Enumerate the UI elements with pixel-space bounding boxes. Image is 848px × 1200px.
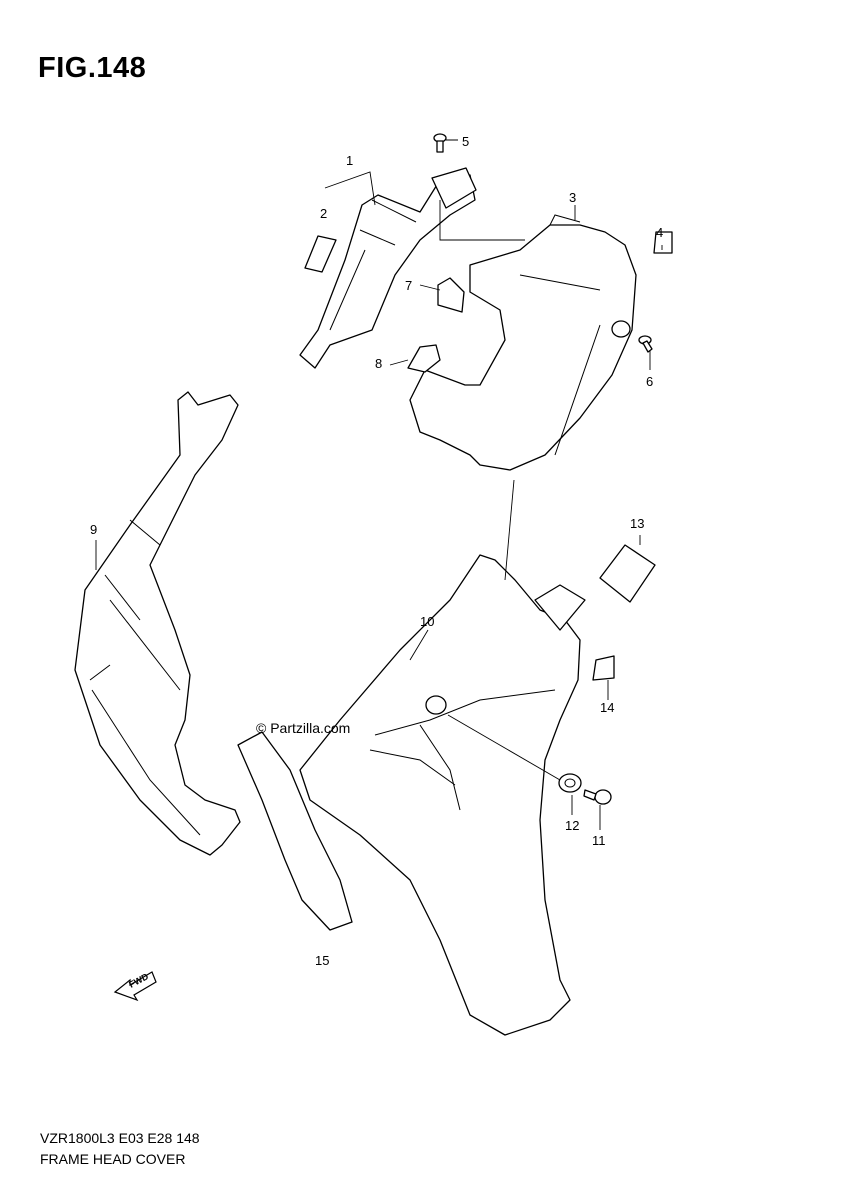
- callout-5: 5: [462, 134, 469, 149]
- callout-6: 6: [646, 374, 653, 389]
- part-14-pad[interactable]: [592, 655, 615, 681]
- part-1-bracket[interactable]: [299, 167, 477, 369]
- part-5-screw[interactable]: [433, 133, 447, 153]
- callout-2: 2: [320, 206, 327, 221]
- callout-13: 13: [630, 516, 644, 531]
- part-11-screw[interactable]: [583, 789, 612, 805]
- part-7-pad[interactable]: [437, 277, 465, 313]
- callout-8: 8: [375, 356, 382, 371]
- part-3-inner-cover[interactable]: [409, 214, 637, 471]
- part-10-main-cover[interactable]: [299, 554, 586, 1036]
- fwd-arrow-icon: FWD: [113, 971, 157, 1002]
- part-12-grommet[interactable]: [558, 773, 582, 793]
- callout-3: 3: [569, 190, 576, 205]
- callout-10: 10: [420, 614, 434, 629]
- part-6-screw[interactable]: [638, 335, 653, 353]
- callout-11: 11: [592, 833, 606, 848]
- callout-15: 15: [315, 953, 329, 968]
- section-name: FRAME HEAD COVER: [40, 1151, 186, 1167]
- callout-14: 14: [600, 700, 614, 715]
- leader-lines: [95, 139, 663, 830]
- watermark-text: © Partzilla.com: [256, 720, 350, 736]
- callout-9: 9: [90, 522, 97, 537]
- part-4-pad[interactable]: [653, 231, 673, 254]
- callout-4: 4: [656, 225, 663, 240]
- part-9-left-cover[interactable]: [74, 391, 241, 856]
- part-2-pad[interactable]: [304, 235, 337, 273]
- figure-title: FIG.148: [38, 52, 147, 84]
- model-code: VZR1800L3 E03 E28 148: [40, 1130, 200, 1146]
- callout-7: 7: [405, 278, 412, 293]
- part-13-pad[interactable]: [599, 544, 656, 603]
- part-8-pad[interactable]: [407, 344, 441, 373]
- callout-1: 1: [346, 153, 353, 168]
- callout-12: 12: [565, 818, 579, 833]
- part-15-front-strip[interactable]: [237, 731, 353, 931]
